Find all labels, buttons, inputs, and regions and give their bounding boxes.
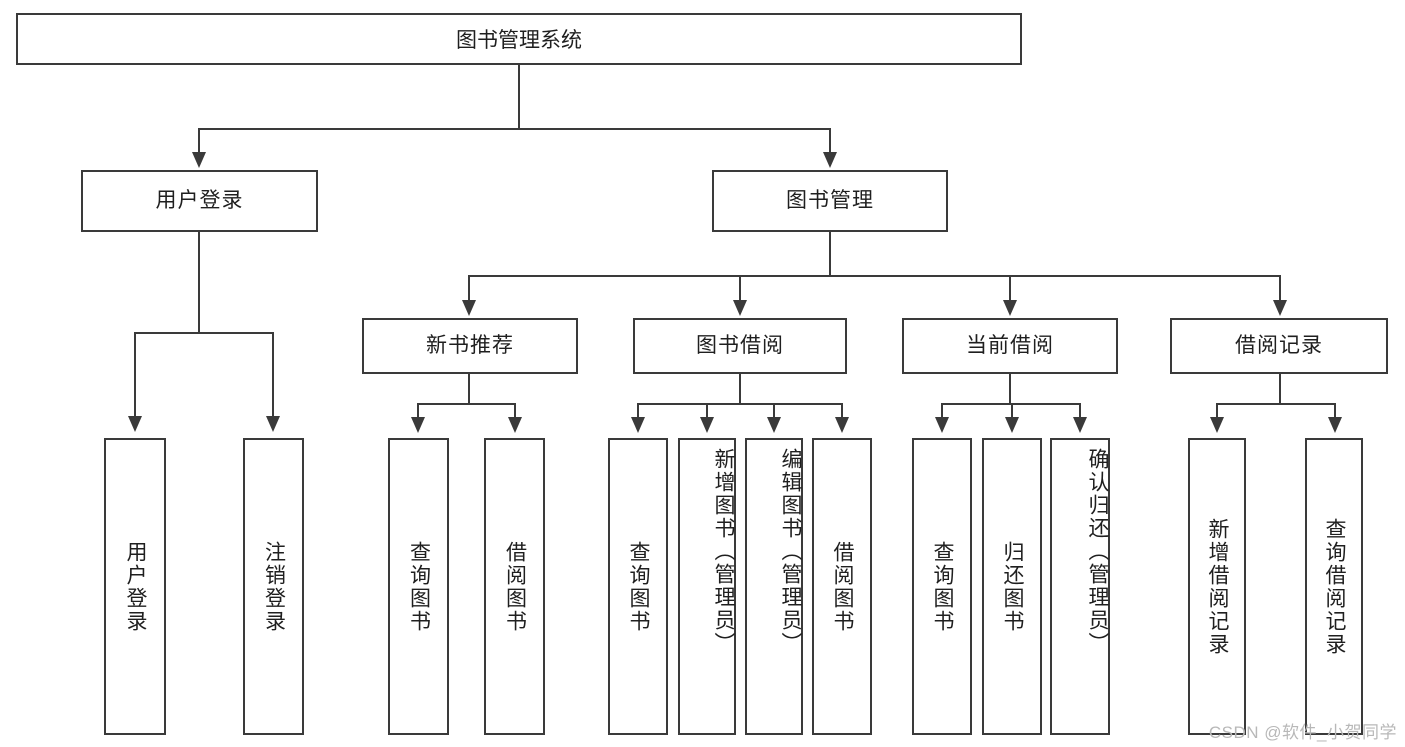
arrow-record-child-1	[1210, 417, 1224, 433]
leaf-borrow-book[interactable]: 借阅图书	[812, 438, 872, 735]
leaf-query-book-current[interactable]: 查询图书	[912, 438, 972, 735]
arrow-current-child-3	[1073, 417, 1087, 433]
leaf-user-login[interactable]: 用户登录	[104, 438, 166, 735]
csdn-watermark: CSDN @软件_小贺同学	[1208, 723, 1397, 742]
connector-user-login-child-2	[272, 332, 274, 418]
connector-book-mgmt-to-new-book	[468, 275, 470, 302]
connector-record-child-2	[1334, 403, 1336, 419]
connector-book-mgmt-bar	[468, 275, 1280, 277]
arrow-record-child-2	[1328, 417, 1342, 433]
arrow-book-mgmt-to-new-book	[462, 300, 476, 316]
leaf-confirm-return-admin[interactable]: 确认归还（管理员）	[1050, 438, 1110, 735]
connector-new-book-child-1	[417, 403, 419, 419]
arrow-borrow-child-3	[767, 417, 781, 433]
arrow-user-login-child-1	[128, 416, 142, 432]
connector-new-book-bar	[417, 403, 516, 405]
connector-book-mgmt-to-borrow	[739, 275, 741, 302]
node-new-book-recommend[interactable]: 新书推荐	[362, 318, 578, 374]
connector-borrow-bar	[637, 403, 843, 405]
connector-root-to-book-mgmt	[829, 128, 831, 154]
arrow-user-login-child-2	[266, 416, 280, 432]
connector-current-bar	[941, 403, 1080, 405]
node-book-borrow[interactable]: 图书借阅	[633, 318, 847, 374]
connector-borrow-child-4	[841, 403, 843, 419]
connector-current-child-1	[941, 403, 943, 419]
connector-book-mgmt-to-current	[1009, 275, 1011, 302]
arrow-book-mgmt-to-borrow	[733, 300, 747, 316]
leaf-add-borrow-record[interactable]: 新增借阅记录	[1188, 438, 1246, 735]
connector-current-child-3	[1079, 403, 1081, 419]
leaf-borrow-book-newbook[interactable]: 借阅图书	[484, 438, 545, 735]
connector-record-child-1	[1216, 403, 1218, 419]
arrow-new-book-child-1	[411, 417, 425, 433]
connector-borrow-child-2	[706, 403, 708, 419]
arrow-current-child-2	[1005, 417, 1019, 433]
connector-book-mgmt-stem	[829, 232, 831, 276]
leaf-query-book-borrow[interactable]: 查询图书	[608, 438, 668, 735]
leaf-edit-book-admin[interactable]: 编辑图书（管理员）	[745, 438, 803, 735]
arrow-borrow-child-2	[700, 417, 714, 433]
connector-user-login-stem	[198, 232, 200, 333]
arrow-new-book-child-2	[508, 417, 522, 433]
arrow-book-mgmt-to-record	[1273, 300, 1287, 316]
leaf-query-borrow-record[interactable]: 查询借阅记录	[1305, 438, 1363, 735]
arrow-borrow-child-1	[631, 417, 645, 433]
connector-borrow-stem	[739, 374, 741, 405]
node-root-system[interactable]: 图书管理系统	[16, 13, 1022, 65]
connector-record-bar	[1216, 403, 1336, 405]
arrow-book-mgmt-to-current	[1003, 300, 1017, 316]
leaf-logout-login[interactable]: 注销登录	[243, 438, 304, 735]
node-book-management[interactable]: 图书管理	[712, 170, 948, 232]
connector-root-to-user-login	[198, 128, 200, 154]
connector-current-stem	[1009, 374, 1011, 405]
connector-borrow-child-1	[637, 403, 639, 419]
connector-record-stem	[1279, 374, 1281, 405]
leaf-return-book[interactable]: 归还图书	[982, 438, 1042, 735]
connector-new-book-stem	[468, 374, 470, 405]
connector-borrow-child-3	[773, 403, 775, 419]
connector-user-login-bar	[134, 332, 274, 334]
arrow-root-to-user-login	[192, 152, 206, 168]
connector-root-stem	[518, 65, 520, 129]
connector-user-login-child-1	[134, 332, 136, 418]
leaf-query-book-newbook[interactable]: 查询图书	[388, 438, 449, 735]
connector-root-bar	[198, 128, 830, 130]
arrow-current-child-1	[935, 417, 949, 433]
leaf-add-book-admin[interactable]: 新增图书（管理员）	[678, 438, 736, 735]
arrow-borrow-child-4	[835, 417, 849, 433]
arrow-root-to-book-mgmt	[823, 152, 837, 168]
connector-book-mgmt-to-record	[1279, 275, 1281, 302]
connector-current-child-2	[1011, 403, 1013, 419]
node-user-login[interactable]: 用户登录	[81, 170, 318, 232]
connector-new-book-child-2	[514, 403, 516, 419]
node-borrow-record[interactable]: 借阅记录	[1170, 318, 1388, 374]
node-current-borrow[interactable]: 当前借阅	[902, 318, 1118, 374]
